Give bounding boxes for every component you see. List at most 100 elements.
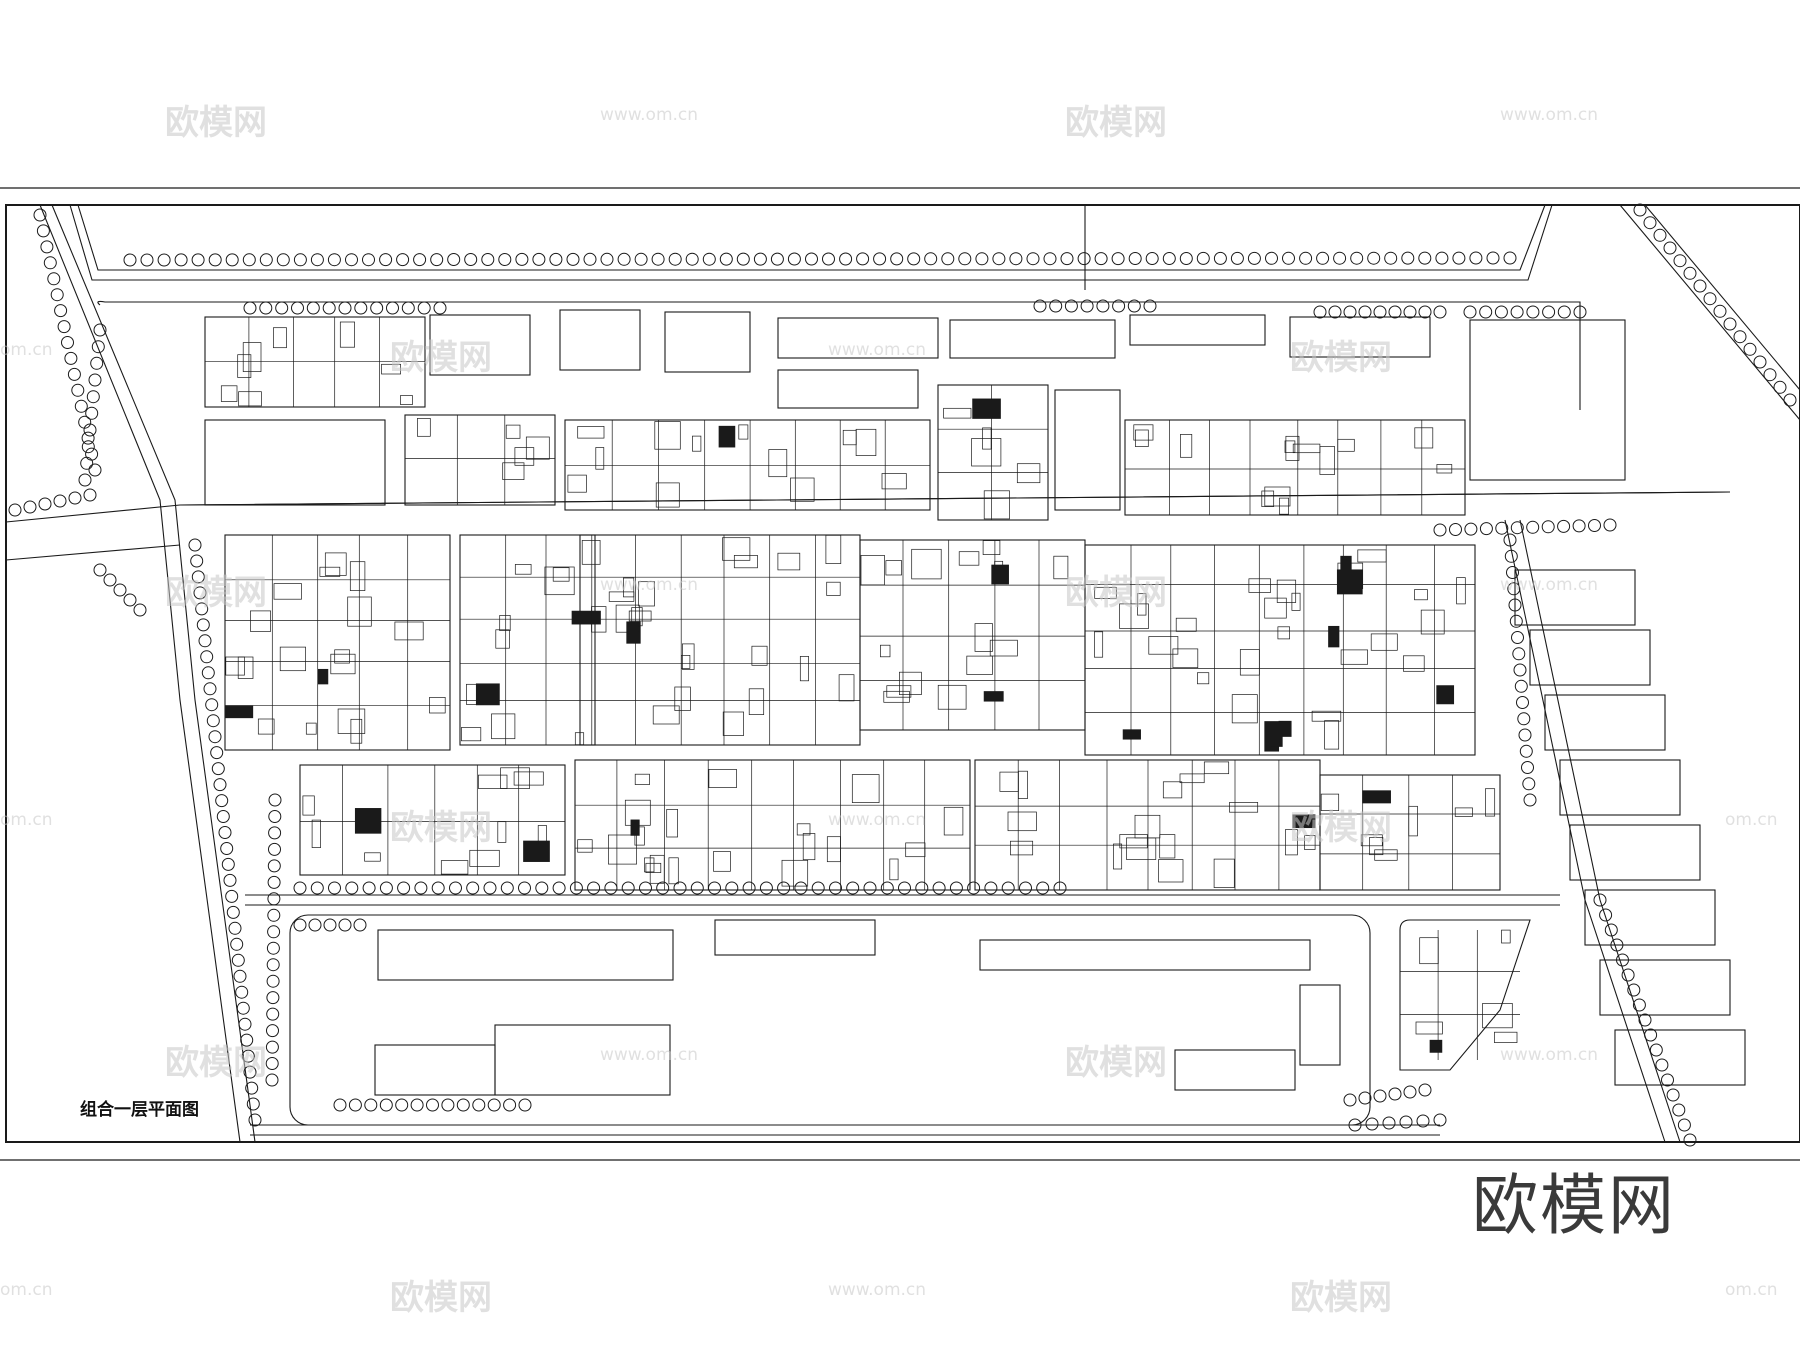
tree-symbol bbox=[235, 985, 249, 999]
tree-symbol bbox=[1247, 251, 1261, 265]
tree-symbol bbox=[268, 810, 282, 823]
tree-symbol bbox=[396, 253, 410, 267]
tree-symbol bbox=[85, 406, 99, 420]
room-outline bbox=[1264, 486, 1291, 507]
room-outline bbox=[311, 819, 321, 848]
tree-symbol bbox=[397, 881, 411, 895]
tree-symbol bbox=[133, 603, 147, 617]
tree-symbol bbox=[992, 252, 1006, 266]
room-outline bbox=[1159, 834, 1176, 859]
tree-symbol bbox=[1435, 251, 1449, 265]
tree-symbol bbox=[1418, 1083, 1432, 1097]
tree-symbol bbox=[1763, 368, 1777, 382]
tree-symbol bbox=[487, 1098, 501, 1112]
room-outline bbox=[999, 771, 1019, 792]
tree-symbol bbox=[1655, 1058, 1669, 1072]
room-outline bbox=[851, 774, 880, 803]
tree-symbol bbox=[1713, 304, 1727, 318]
tree-symbol bbox=[1509, 614, 1523, 628]
room-outline bbox=[937, 684, 967, 710]
tree-symbol bbox=[83, 423, 97, 437]
room-outline bbox=[860, 555, 885, 586]
tree-symbol bbox=[794, 881, 808, 895]
tree-symbol bbox=[1358, 305, 1372, 319]
tree-symbol bbox=[1358, 1091, 1372, 1105]
room-outline bbox=[1419, 937, 1439, 965]
room-outline bbox=[1213, 858, 1235, 888]
room-outline bbox=[1304, 835, 1316, 850]
tree-symbol bbox=[880, 881, 894, 895]
tree-symbol bbox=[656, 881, 670, 895]
tree-symbol bbox=[395, 1098, 409, 1112]
tree-symbol bbox=[1572, 519, 1586, 533]
tree-symbol bbox=[777, 881, 791, 895]
room-outline bbox=[1292, 443, 1321, 454]
room-outline bbox=[502, 462, 525, 480]
room-outline bbox=[595, 447, 605, 470]
tree-symbol bbox=[1469, 251, 1483, 265]
tree-symbol bbox=[1019, 881, 1032, 895]
room-outline bbox=[591, 606, 607, 633]
room-outline bbox=[666, 809, 678, 838]
tree-symbol bbox=[1673, 254, 1687, 268]
tree-symbol bbox=[386, 301, 399, 315]
tree-symbol bbox=[123, 593, 137, 607]
tree-symbol bbox=[265, 1057, 279, 1070]
room-outline bbox=[330, 653, 356, 675]
tree-symbol bbox=[221, 857, 235, 871]
tree-symbol bbox=[86, 390, 100, 404]
room-outline bbox=[1203, 761, 1230, 775]
room-outline bbox=[974, 623, 993, 652]
tree-symbol bbox=[259, 301, 273, 315]
tree-symbol bbox=[1196, 251, 1210, 265]
tree-symbol bbox=[231, 953, 245, 967]
tree-symbol bbox=[1043, 252, 1057, 266]
tree-symbol bbox=[8, 503, 22, 517]
tree-symbol bbox=[1162, 252, 1176, 265]
tree-symbol bbox=[322, 301, 336, 315]
tree-symbol bbox=[839, 252, 853, 266]
tree-symbol bbox=[243, 1065, 257, 1079]
tree-symbol bbox=[518, 881, 531, 895]
room-outline bbox=[855, 428, 877, 456]
room-outline bbox=[394, 621, 424, 641]
tree-symbol bbox=[702, 252, 716, 266]
room-outline bbox=[623, 577, 635, 598]
tree-symbol bbox=[80, 456, 94, 470]
room-outline bbox=[842, 429, 857, 446]
room-outline bbox=[1337, 438, 1355, 452]
room-outline bbox=[381, 363, 401, 375]
tree-symbol bbox=[88, 373, 102, 387]
tree-symbol bbox=[413, 253, 427, 267]
tree-symbol bbox=[240, 1033, 254, 1047]
room-outline bbox=[1197, 672, 1210, 685]
room-outline bbox=[225, 656, 245, 676]
room-outline bbox=[417, 418, 431, 437]
tree-symbol bbox=[1265, 251, 1278, 265]
tree-symbol bbox=[466, 881, 480, 895]
tree-symbol bbox=[64, 351, 78, 365]
room-outline bbox=[1018, 770, 1028, 799]
tree-symbol bbox=[1053, 881, 1067, 895]
tree-symbol bbox=[503, 1098, 517, 1112]
tree-symbol bbox=[1522, 777, 1536, 791]
room-outline bbox=[337, 708, 366, 734]
room-outline bbox=[220, 385, 238, 402]
tree-symbol bbox=[1418, 251, 1432, 265]
room-outline bbox=[826, 836, 841, 863]
tree-symbol bbox=[1388, 305, 1402, 319]
tree-symbol bbox=[1433, 1113, 1447, 1127]
tree-symbol bbox=[293, 918, 307, 932]
tree-symbol bbox=[426, 1098, 439, 1112]
tree-symbol bbox=[583, 252, 597, 266]
room-outline bbox=[628, 610, 652, 622]
room-outline bbox=[608, 834, 637, 865]
tree-symbol bbox=[1230, 251, 1244, 265]
tree-symbol bbox=[1661, 1073, 1674, 1087]
tree-symbol bbox=[770, 252, 784, 266]
tree-symbol bbox=[1653, 228, 1667, 242]
tree-symbol bbox=[890, 252, 904, 266]
tree-symbol bbox=[85, 447, 99, 461]
tree-symbol bbox=[1145, 252, 1159, 265]
room-outline bbox=[638, 581, 655, 607]
